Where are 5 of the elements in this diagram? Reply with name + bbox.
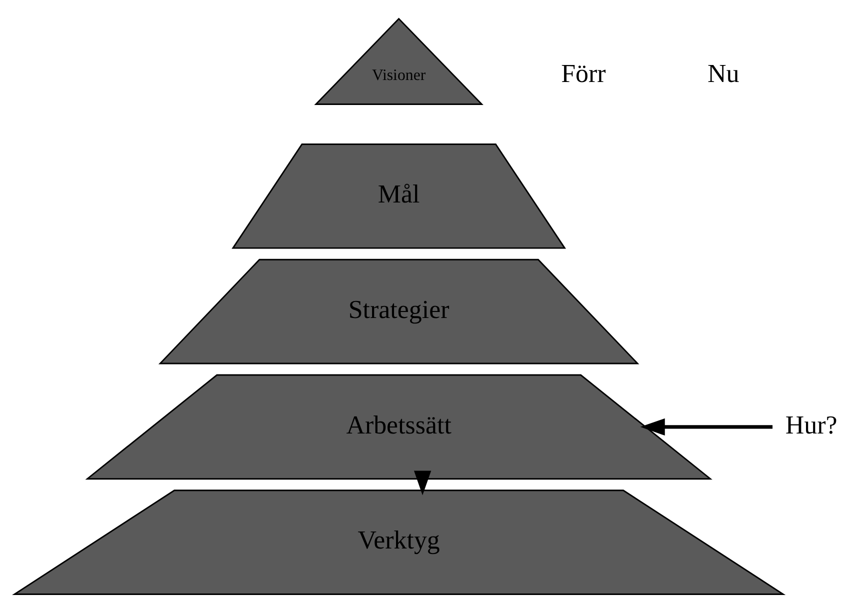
label: Nu — [707, 58, 740, 88]
arrow — [640, 418, 773, 436]
label: Förr — [561, 58, 606, 88]
arrow — [414, 470, 432, 495]
node-text: Hur? — [785, 410, 838, 439]
